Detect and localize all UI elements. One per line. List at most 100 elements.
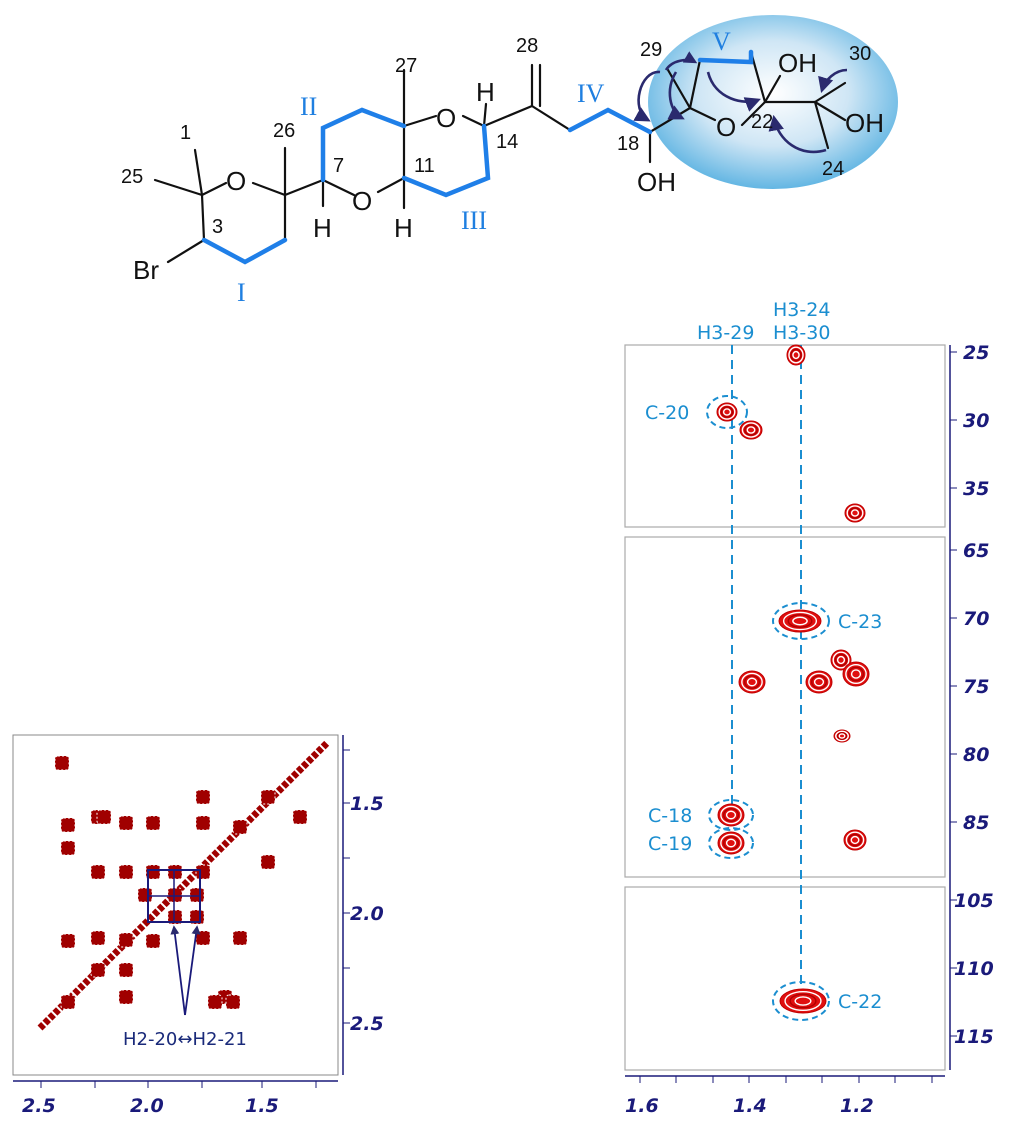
peak-circles (706, 395, 830, 1021)
ring-label-iii: III (461, 206, 487, 235)
hmbc-x-minor-ticks (639, 1076, 933, 1083)
cosy-crosspeak (118, 962, 134, 978)
cosy-crosspeak (167, 909, 183, 925)
hmbc-panel-bot (624, 886, 946, 1071)
atom-oh22: OH (778, 48, 817, 78)
cosy-peaks (37, 739, 331, 1031)
atom-o-ring-b: O (352, 186, 372, 216)
hmbc-peak (717, 803, 745, 827)
correlation-arrows (633, 51, 848, 154)
atom-h7: H (313, 213, 332, 243)
cosy-y-tick-2-0: 2.0 (350, 903, 384, 925)
cosy-crosspeak (96, 809, 112, 825)
chemical-structure: O O O O Br H H H OH OH OH 1 3 7 11 14 18… (121, 15, 898, 307)
num-14: 14 (496, 131, 518, 153)
atom-oh18: OH (637, 167, 676, 197)
hmbc-peaks (716, 344, 870, 1014)
hmbc-peak (844, 503, 866, 523)
hmbc-y-tick-115: 115 (954, 1026, 994, 1048)
cosy-diagonal (37, 739, 331, 1031)
hmbc-y-minor-ticks (950, 351, 957, 1037)
circle-c18 (708, 799, 754, 831)
label-c20: C-20 (645, 402, 689, 424)
hmbc-peak (843, 829, 867, 851)
cosy-crosspeak (195, 864, 211, 880)
hmbc-y-tick-30: 30 (963, 410, 989, 432)
cosy-crosspeak (60, 994, 76, 1010)
cosy-crosspeak (60, 840, 76, 856)
cosy-crosspeak (54, 755, 70, 771)
cosy-y-tick-1-5: 1.5 (350, 793, 384, 815)
cosy-crosspeak (118, 989, 134, 1005)
cosy-crosspeak (90, 962, 106, 978)
hmbc-y-tick-35: 35 (963, 478, 989, 500)
num-27: 27 (395, 55, 417, 77)
hmbc-y-tick-80: 80 (963, 744, 989, 766)
ring-label-v: V (712, 27, 731, 56)
num-22: 22 (751, 111, 773, 133)
cosy-annotation: H2-20↔H2-21 (123, 1029, 247, 1050)
hmbc-peak (842, 661, 870, 687)
cosy-crosspeak (260, 854, 276, 870)
cosy-crosspeak (90, 864, 106, 880)
cosy-crosspeak (207, 994, 223, 1010)
circle-c20 (706, 395, 748, 429)
hmbc-peak (830, 649, 852, 671)
hmbc-y-tick-25: 25 (963, 342, 989, 364)
hmbc-peak (786, 344, 806, 366)
cosy-crosspeak (145, 933, 161, 949)
atom-oh23: OH (845, 108, 884, 138)
cosy-crosspeak (167, 887, 183, 903)
cosy-crosspeak (260, 789, 276, 805)
hmbc-peak (833, 729, 851, 743)
label-c18: C-18 (648, 805, 692, 827)
cosy-crosspeak (195, 815, 211, 831)
hmbc-peak (778, 609, 822, 633)
cosy-crosspeak (90, 930, 106, 946)
cosy-crosspeak (118, 815, 134, 831)
hmbc-peak (738, 670, 766, 694)
num-3: 3 (212, 216, 223, 238)
atom-o-ring-a: O (226, 166, 246, 196)
num-11: 11 (414, 155, 435, 177)
ring-label-ii: II (300, 92, 317, 121)
cosy-crosspeak (118, 864, 134, 880)
cosy-arrow-left (170, 925, 186, 1016)
hmbc-y-tick-75: 75 (963, 676, 989, 698)
cosy-crosspeak (118, 932, 134, 948)
atom-h11: H (394, 213, 413, 243)
cosy-x-tick-2-5: 2.5 (22, 1095, 56, 1117)
hmbc-peak (805, 670, 833, 694)
hmbc-x-tick-1-4: 1.4 (733, 1095, 767, 1117)
atom-o-ring-c: O (436, 103, 456, 133)
cosy-arrow-right (184, 925, 201, 1016)
num-18: 18 (617, 133, 639, 155)
ring-label-iv: IV (577, 79, 605, 108)
num-24: 24 (822, 158, 844, 180)
hmbc-y-tick-105: 105 (954, 890, 994, 912)
hmbc-panel-top (624, 344, 946, 528)
cosy-crosspeak (145, 864, 161, 880)
atom-h14: H (476, 77, 495, 107)
num-30: 30 (849, 43, 871, 65)
atom-br: Br (133, 255, 159, 285)
cosy-spectrum: H2-20↔H2-21 2.5 2.0 1.5 1.5 2.0 2.5 (12, 734, 384, 1117)
cosy-crosspeak (145, 815, 161, 831)
cosy-crosspeak (232, 930, 248, 946)
num-1: 1 (180, 122, 191, 144)
num-29: 29 (640, 39, 662, 61)
cosy-y-tick-2-5: 2.5 (350, 1013, 384, 1035)
cosy-y-minor-ticks (343, 749, 350, 1024)
circle-c22 (772, 981, 830, 1021)
header-h29: H3-29 (697, 322, 754, 344)
cosy-crosspeak (137, 887, 153, 903)
cosy-crosspeak (195, 789, 211, 805)
cosy-crosspeak (195, 930, 211, 946)
hmbc-x-tick-1-6: 1.6 (625, 1095, 659, 1117)
label-c19: C-19 (648, 833, 692, 855)
num-25: 25 (121, 166, 143, 188)
cosy-crosspeak (232, 819, 248, 835)
blue-bonds (201, 49, 754, 265)
cosy-x-minor-ticks (40, 1081, 317, 1088)
atom-o-ring-e: O (716, 112, 736, 142)
